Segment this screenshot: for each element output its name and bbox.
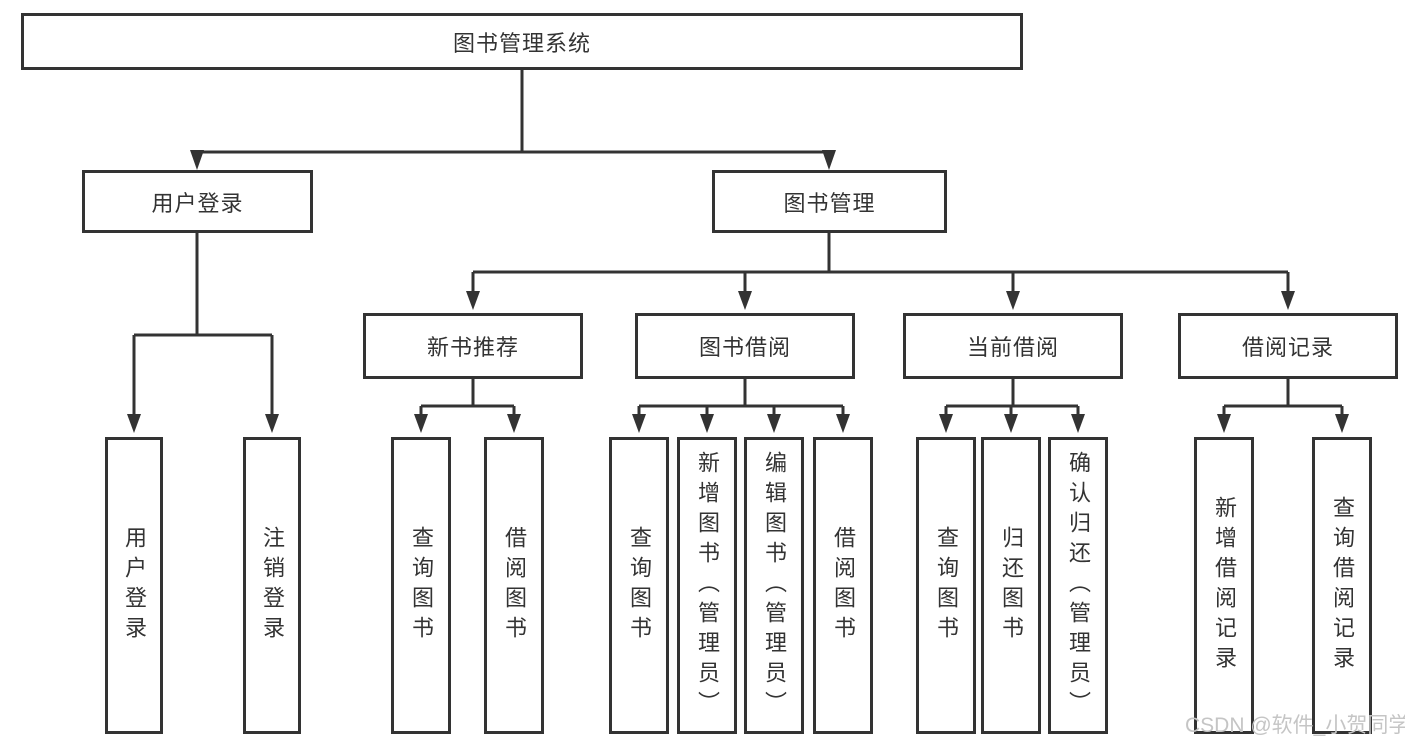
connector-user-login-to-leaves (127, 233, 279, 433)
node-book-borrow-label: 图书借阅 (698, 335, 791, 360)
leaf-nbr-query-books: 查询图书 (391, 437, 451, 734)
connector-book-management-to-groups (466, 233, 1295, 310)
leaf-cb-return-books: 归还图书 (981, 437, 1041, 734)
leaf-br-add-record: 新增借阅记录 (1194, 437, 1254, 734)
node-new-book-recommend: 新书推荐 (363, 313, 583, 379)
node-current-borrow-label: 当前借阅 (966, 335, 1059, 360)
leaf-bb-query-books: 查询图书 (609, 437, 669, 734)
leaf-bb-add-books-admin-label: 新增图书（管理员） (695, 450, 720, 721)
node-book-borrow: 图书借阅 (635, 313, 855, 379)
node-book-management: 图书管理 (712, 170, 947, 233)
leaf-bb-borrow-books: 借阅图书 (813, 437, 873, 734)
leaf-br-query-record-label: 查询借阅记录 (1330, 495, 1355, 676)
node-borrow-records: 借阅记录 (1178, 313, 1398, 379)
leaf-cb-confirm-return-admin: 确认归还（管理员） (1048, 437, 1108, 734)
leaf-nbr-query-books-label: 查询图书 (409, 525, 434, 646)
leaf-bb-borrow-books-label: 借阅图书 (831, 525, 856, 646)
leaf-bb-query-books-label: 查询图书 (627, 525, 652, 646)
connector-borrow-records-to-leaves (1217, 379, 1349, 433)
leaf-cb-confirm-return-admin-label: 确认归还（管理员） (1066, 450, 1091, 721)
connector-current-borrow-to-leaves (939, 379, 1085, 433)
node-user-login: 用户登录 (82, 170, 313, 233)
connector-book-borrow-to-leaves (632, 379, 850, 433)
leaf-logout: 注销登录 (243, 437, 301, 734)
connector-root-to-branches (190, 70, 836, 170)
leaf-user-login: 用户登录 (105, 437, 163, 734)
node-user-login-label: 用户登录 (151, 190, 244, 216)
connector-new-book-recommend-to-leaves (414, 379, 521, 433)
leaf-logout-label: 注销登录 (260, 525, 285, 646)
node-root-label: 图书管理系统 (452, 30, 591, 56)
node-book-management-label: 图书管理 (783, 190, 876, 216)
leaf-user-login-label: 用户登录 (122, 525, 147, 646)
leaf-cb-query-books-label: 查询图书 (934, 525, 959, 646)
csdn-watermark: CSDN @软件_小贺同学 (1185, 714, 1405, 737)
leaf-bb-edit-books-admin-label: 编辑图书（管理员） (762, 450, 787, 721)
node-current-borrow: 当前借阅 (903, 313, 1123, 379)
node-new-book-recommend-label: 新书推荐 (426, 335, 519, 360)
leaf-br-query-record: 查询借阅记录 (1312, 437, 1372, 734)
leaf-cb-query-books: 查询图书 (916, 437, 976, 734)
leaf-br-add-record-label: 新增借阅记录 (1212, 495, 1237, 676)
node-root: 图书管理系统 (21, 13, 1023, 70)
leaf-bb-edit-books-admin: 编辑图书（管理员） (744, 437, 804, 734)
leaf-bb-add-books-admin: 新增图书（管理员） (677, 437, 737, 734)
leaf-nbr-borrow-books: 借阅图书 (484, 437, 544, 734)
node-borrow-records-label: 借阅记录 (1241, 335, 1334, 360)
leaf-cb-return-books-label: 归还图书 (999, 525, 1024, 646)
leaf-nbr-borrow-books-label: 借阅图书 (502, 525, 527, 646)
